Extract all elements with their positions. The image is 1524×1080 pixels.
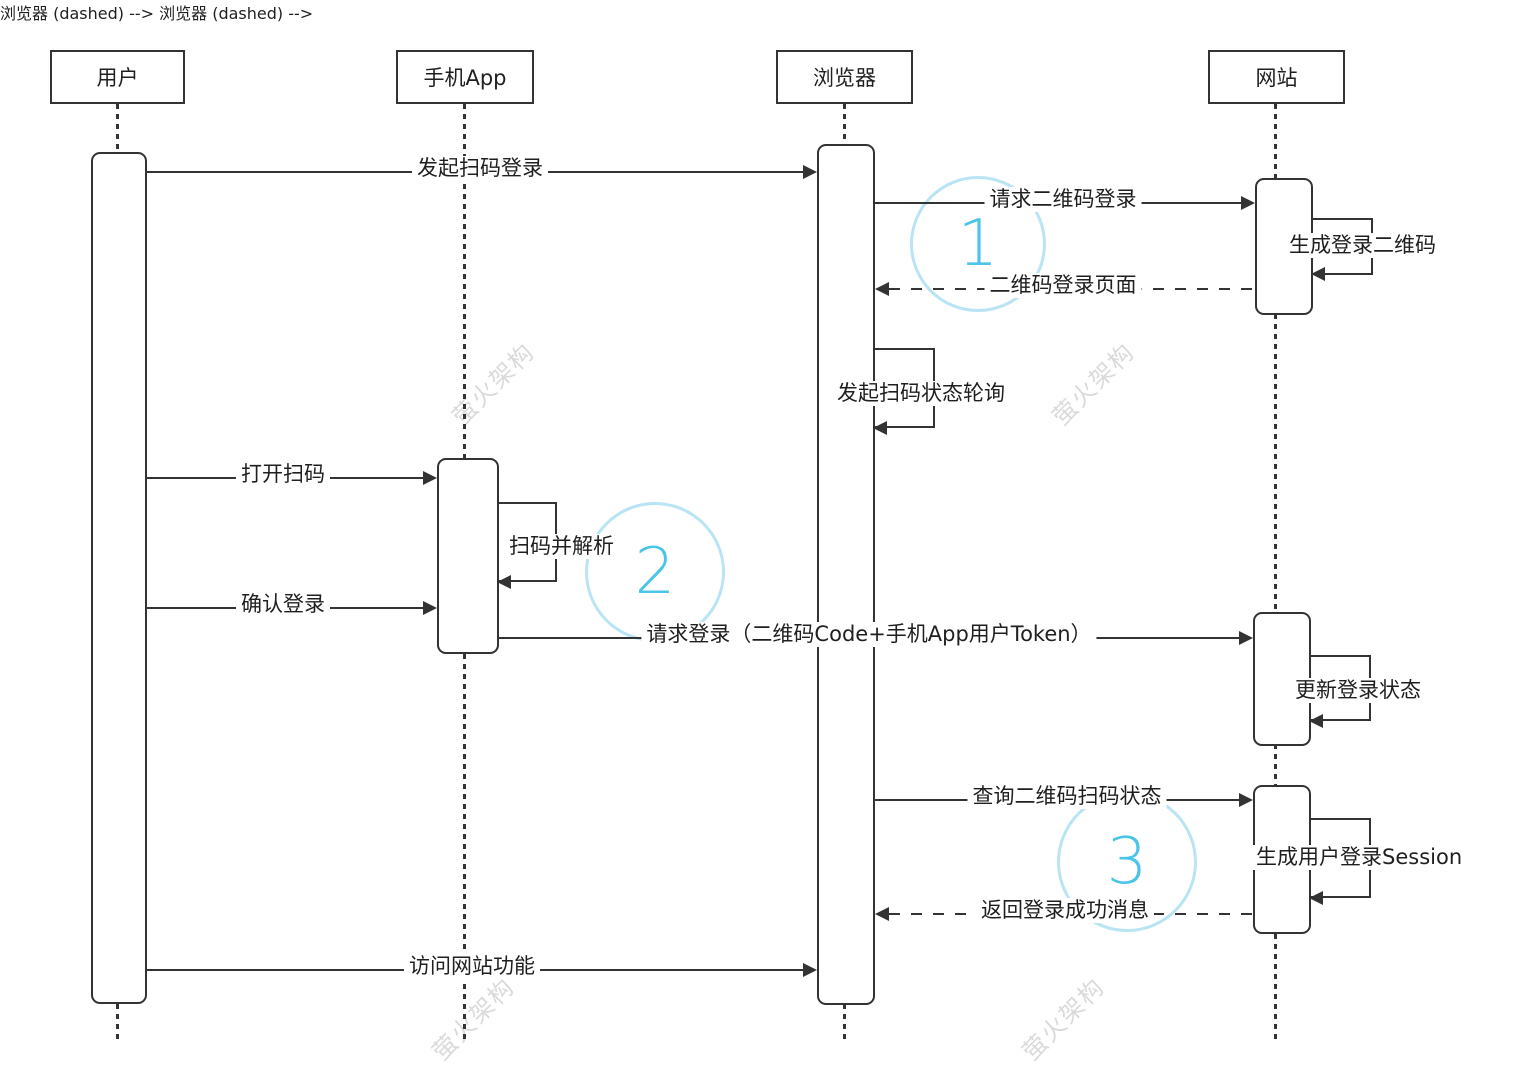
message-m8-label: 确认登录 <box>236 592 330 617</box>
message-m1-label: 发起扫码登录 <box>412 156 548 181</box>
actor-box-website: 网站 <box>1208 50 1345 104</box>
arrowhead-left-icon <box>1309 891 1323 905</box>
lifeline-website <box>1274 104 1277 1044</box>
message-m5-label: 发起扫码状态轮询 <box>832 381 1010 406</box>
arrowhead-left-icon <box>497 575 511 589</box>
message-m3-label: 生成登录二维码 <box>1284 233 1441 258</box>
message-m6-label: 打开扫码 <box>236 462 330 487</box>
arrowhead-right-icon <box>1239 631 1253 645</box>
arrowhead-right-icon <box>1239 793 1253 807</box>
arrowhead-right-icon <box>1241 196 1255 210</box>
watermark: 萤火架构 <box>1047 337 1141 431</box>
message-m2-label: 请求二维码登录 <box>984 187 1142 212</box>
arrowhead-right-icon <box>803 963 817 977</box>
activation-user <box>91 152 147 1004</box>
watermark: 萤火架构 <box>427 972 521 1066</box>
actor-box-user: 用户 <box>50 50 185 104</box>
activation-browser <box>817 144 875 1005</box>
watermark: 萤火架构 <box>447 337 541 431</box>
message-m4-label: 二维码登录页面 <box>984 273 1142 298</box>
message-m12-label: 生成用户登录Session <box>1251 845 1468 870</box>
message-m10-label: 更新登录状态 <box>1290 678 1426 703</box>
arrowhead-left-icon <box>875 907 889 921</box>
message-m14-label: 访问网站功能 <box>404 954 540 979</box>
arrowhead-left-icon <box>873 421 887 435</box>
actor-box-app: 手机App <box>396 50 534 104</box>
watermark: 萤火架构 <box>1017 972 1111 1066</box>
step-badge-1: 1 <box>910 176 1046 312</box>
message-m13-label: 返回登录成功消息 <box>976 898 1154 923</box>
message-m11-label: 查询二维码扫码状态 <box>967 784 1167 809</box>
arrowhead-left-icon <box>1311 267 1325 281</box>
message-m9-label: 请求登录（二维码Code+手机App用户Token） <box>641 622 1097 647</box>
message-m7-label: 扫码并解析 <box>504 534 619 559</box>
step-badge-2: 2 <box>585 502 725 642</box>
arrowhead-left-icon <box>875 282 889 296</box>
arrowhead-right-icon <box>423 471 437 485</box>
arrowhead-right-icon <box>423 601 437 615</box>
actor-box-browser: 浏览器 <box>776 50 913 104</box>
activation-app <box>437 458 499 654</box>
arrowhead-right-icon <box>803 165 817 179</box>
arrowhead-left-icon <box>1309 714 1323 728</box>
